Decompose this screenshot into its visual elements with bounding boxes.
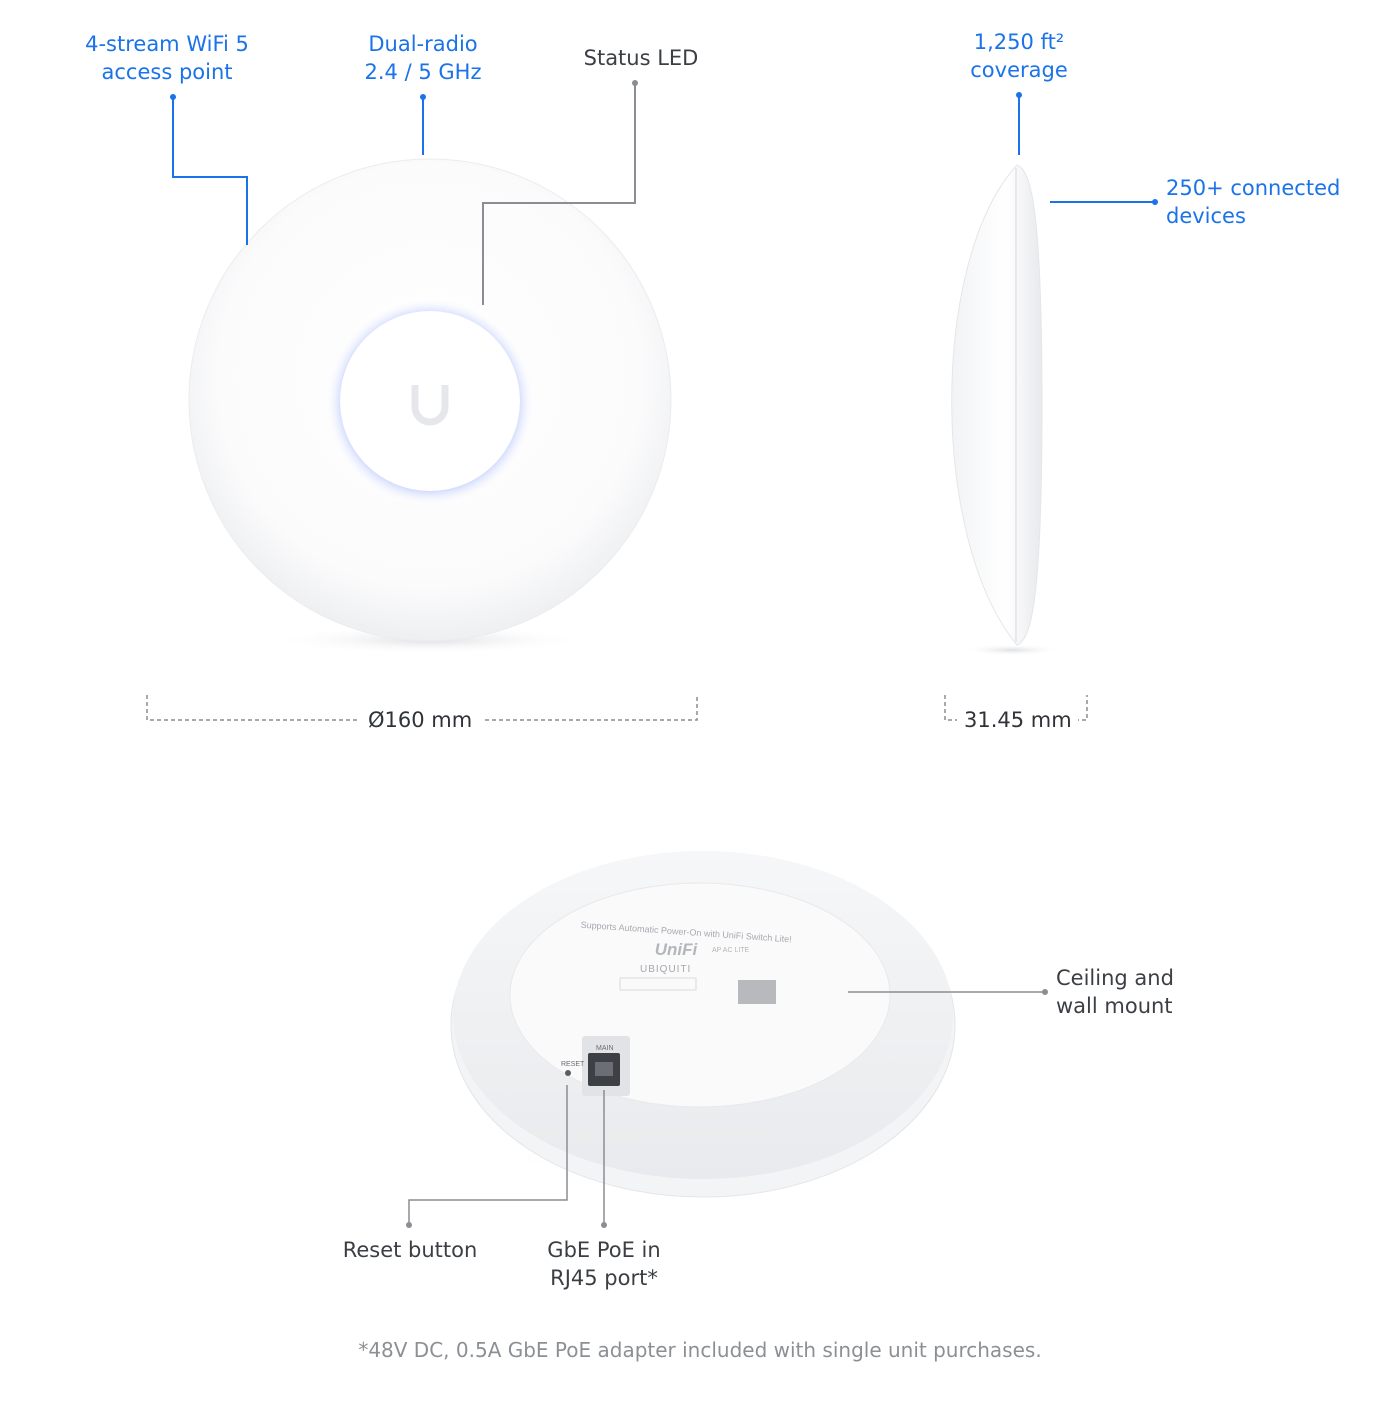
- diameter-label: Ø160 mm: [362, 706, 479, 734]
- radio-callout-label: Dual-radio 2.4 / 5 GHz: [333, 30, 513, 86]
- coverage-callout-line-1: 1,250 ft²: [973, 30, 1065, 54]
- unifi-brand-text: UniFi: [655, 940, 699, 959]
- model-text: AP AC LITE: [712, 947, 750, 954]
- wifi-callout-label: 4-stream WiFi 5 access point: [60, 30, 274, 86]
- side-shadow: [962, 644, 1062, 656]
- height-label: 31.45 mm: [958, 706, 1078, 734]
- wifi-callout-line-1: 4-stream WiFi 5: [85, 32, 249, 56]
- main-mark: MAIN: [596, 1045, 614, 1052]
- center-cap: [340, 311, 520, 491]
- ubiquiti-brand-text: UBIQUITI: [640, 964, 691, 975]
- serial-box: [619, 977, 697, 991]
- access-point-side: [951, 164, 1043, 646]
- wifi-callout-line: [172, 97, 248, 245]
- port-callout-label: GbE PoE in RJ45 port*: [514, 1236, 694, 1292]
- led-callout-line: [482, 83, 636, 305]
- reset-callout-line: [408, 1085, 568, 1225]
- diameter-dimension-line: [146, 695, 698, 721]
- led-callout-label: Status LED: [583, 46, 699, 70]
- reset-button[interactable]: [565, 1070, 571, 1076]
- coverage-callout-label: 1,250 ft² coverage: [940, 28, 1098, 84]
- radio-callout-line-2: 2.4 / 5 GHz: [364, 60, 482, 84]
- reset-callout-label: Reset button: [342, 1238, 478, 1262]
- mount-callout-line-2: wall mount: [1056, 994, 1173, 1018]
- devices-callout-line-1: 250+ connected: [1166, 176, 1341, 200]
- reset-mark: RESET: [561, 1061, 585, 1068]
- ubiquiti-logo-icon: [411, 385, 449, 426]
- port-callout-line-2: RJ45 port*: [550, 1266, 658, 1290]
- rj45-port-inner: [595, 1062, 613, 1076]
- mount-callout-line-1: Ceiling and: [1056, 966, 1174, 990]
- mount-callout-label: Ceiling and wall mount: [1056, 964, 1174, 1020]
- devices-callout-line-2: devices: [1166, 204, 1246, 228]
- mount-callout-dot: [1042, 989, 1048, 995]
- port-callout-line-1: GbE PoE in: [547, 1238, 661, 1262]
- height-dimension-line: [944, 695, 1088, 721]
- devices-callout-label: 250+ connected devices: [1166, 174, 1340, 230]
- qr-code-icon: [738, 980, 776, 1004]
- radio-callout-line-1: Dual-radio: [368, 32, 478, 56]
- coverage-callout-line-2: coverage: [970, 58, 1068, 82]
- wifi-callout-line-2: access point: [101, 60, 233, 84]
- footnote: *48V DC, 0.5A GbE PoE adapter included w…: [358, 1338, 1042, 1362]
- reset-callout-dot: [406, 1222, 412, 1228]
- port-callout-dot: [601, 1222, 607, 1228]
